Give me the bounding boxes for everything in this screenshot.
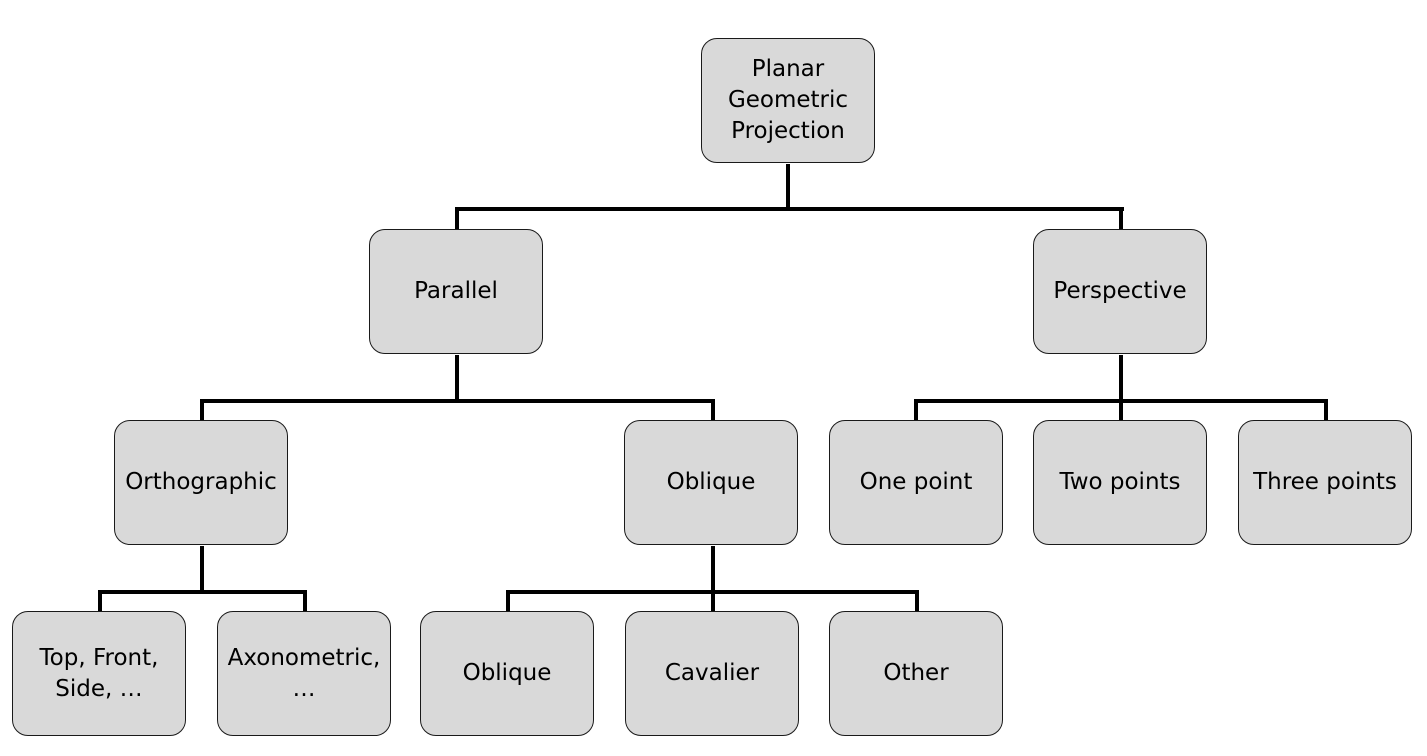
node-orthographic: Orthographic xyxy=(114,420,288,545)
connector-to-orthographic xyxy=(200,399,204,420)
node-oblique-group: Oblique xyxy=(624,420,798,545)
node-perspective: Perspective xyxy=(1033,229,1207,354)
node-oblique-leaf: Oblique xyxy=(420,611,594,736)
connector-to-perspective xyxy=(1119,207,1123,229)
connector-to-one-point xyxy=(914,399,918,420)
node-three-points: Three points xyxy=(1238,420,1412,545)
node-axonometric: Axonometric, … xyxy=(217,611,391,736)
connector-to-top-front-side xyxy=(98,590,102,611)
connector-to-three-points xyxy=(1324,399,1328,420)
connector-perspective-down xyxy=(1119,355,1123,401)
connector-parallel-down xyxy=(455,355,459,401)
node-cavalier: Cavalier xyxy=(625,611,799,736)
connector-parallel-bar xyxy=(200,399,715,403)
connector-to-two-points xyxy=(1119,399,1123,420)
connector-to-other xyxy=(915,590,919,611)
node-one-point: One point xyxy=(829,420,1003,545)
connector-orthographic-down xyxy=(200,546,204,592)
connector-oblique-down xyxy=(711,546,715,592)
node-parallel: Parallel xyxy=(369,229,543,354)
connector-orthographic-bar xyxy=(98,590,307,594)
node-planar-geometric-projection: Planar Geometric Projection xyxy=(701,38,875,163)
connector-to-oblique-leaf xyxy=(506,590,510,611)
connector-to-oblique-group xyxy=(711,399,715,420)
connector-root-down xyxy=(786,164,790,209)
node-top-front-side: Top, Front, Side, … xyxy=(12,611,186,736)
connector-level1-bar xyxy=(455,207,1124,211)
connector-to-parallel xyxy=(455,207,459,229)
node-two-points: Two points xyxy=(1033,420,1207,545)
node-other: Other xyxy=(829,611,1003,736)
connector-to-axonometric xyxy=(303,590,307,611)
connector-to-cavalier xyxy=(711,590,715,611)
